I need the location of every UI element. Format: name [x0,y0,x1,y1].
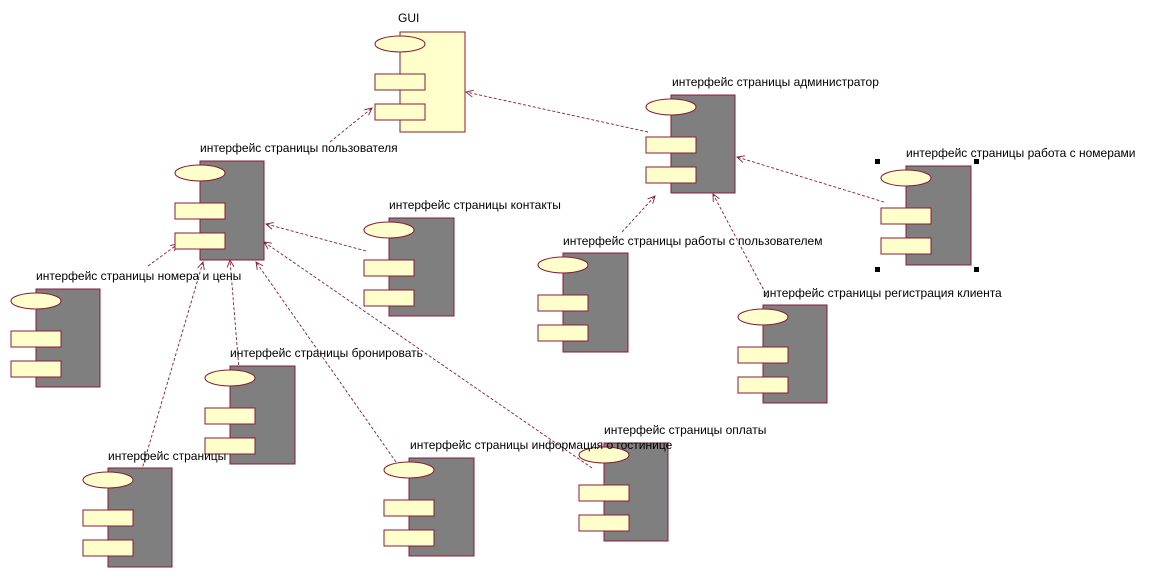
component-tab-icon [537,294,589,312]
component-tab-icon [204,437,256,455]
dependency-line[interactable] [263,241,593,469]
dependency-line[interactable] [147,243,179,267]
arrow-head-icon [364,107,373,116]
component-tab-icon [537,324,589,342]
arrow-head-icon [647,195,656,204]
label-layer: GUI интерфейс страницы пользователя интерф… [36,11,1136,463]
component-label: интерфейс страницы номера и цены [36,269,241,283]
dependency-registration-to-admin[interactable] [712,193,769,299]
component-label: GUI [398,11,419,25]
dependency-line[interactable] [255,261,397,463]
component-booking[interactable] [204,365,296,465]
component-info[interactable] [383,457,475,557]
component-tab-oval-icon [383,461,435,479]
component-tab-icon [645,136,697,154]
component-tab-oval-icon [10,292,62,310]
dependency-page-to-user[interactable] [139,261,205,477]
component-label: интерфейс страницы [108,449,226,463]
component-label: интерфейс страницы пользователя [200,141,398,155]
dependency-rooms_prices-to-user[interactable] [147,243,179,267]
dependency-user-to-gui[interactable] [329,107,373,143]
dependency-layer [139,89,885,477]
dependency-line[interactable] [621,195,656,233]
component-tab-icon [383,499,435,517]
arrow-head-icon [736,155,745,163]
component-gui[interactable] [374,31,466,133]
component-rooms_prices[interactable] [10,288,101,388]
component-tab-icon [880,207,932,225]
component-label: интерфейс страницы бронировать [230,346,423,360]
component-tab-oval-icon [737,308,789,326]
component-tab-icon [363,289,415,307]
component-users_work[interactable] [537,252,629,353]
dependency-line[interactable] [329,107,373,143]
component-label: интерфейс страницы информация о гостиниц… [410,438,673,452]
component-tab-icon [737,376,789,394]
component-tab-oval-icon [204,369,256,387]
selection-handles [875,159,979,272]
component-tab-icon [880,237,932,255]
component-tab-icon [578,484,630,502]
dependency-line[interactable] [139,261,204,477]
dependency-line[interactable] [265,223,367,252]
component-tab-icon [374,103,426,121]
component-label: интерфейс страницы работа с номерами [906,146,1136,160]
dependency-contacts-to-user[interactable] [265,222,367,252]
component-tab-icon [383,529,435,547]
dependency-users_work-to-admin[interactable] [621,195,656,233]
component-tab-icon [374,73,426,91]
dependency-admin-to-gui[interactable] [464,89,649,133]
component-tab-oval-icon [880,169,932,187]
arrow-head-icon [464,89,474,98]
arrow-head-icon [265,222,274,230]
arrow-head-icon [197,261,205,270]
component-tab-oval-icon [578,446,630,464]
dependency-info-to-user[interactable] [255,261,397,463]
selection-handle[interactable] [875,159,880,164]
component-user[interactable] [174,160,265,261]
arrow-head-icon [712,193,720,203]
component-label: интерфейс страницы администратор [672,75,879,89]
component-tab-icon [174,202,226,220]
component-label: интерфейс страницы оплаты [604,423,766,437]
component-tab-oval-icon [82,471,134,489]
component-registration[interactable] [737,304,828,404]
component-tab-oval-icon [174,164,226,182]
selection-handle[interactable] [974,159,979,164]
component-tab-icon [737,346,789,364]
component-tab-icon [363,259,415,277]
component-tab-icon [82,509,134,527]
component-tab-oval-icon [363,221,415,239]
component-label: интерфейс страницы работы с пользователе… [563,234,822,248]
component-rooms_work[interactable] [880,165,972,266]
component-tab-oval-icon [645,98,697,116]
dependency-rooms_work-to-admin[interactable] [736,155,885,203]
dependency-line[interactable] [229,259,240,371]
component-label: интерфейс страницы регистрация клиента [763,286,1002,300]
selection-handle[interactable] [974,267,979,272]
component-admin[interactable] [645,94,736,194]
component-tab-icon [174,232,226,250]
component-page[interactable] [82,467,173,568]
component-tab-oval-icon [374,35,426,53]
selection-handle[interactable] [875,267,880,272]
component-payment[interactable] [578,442,669,542]
component-tab-icon [578,514,630,532]
component-tab-icon [82,539,134,557]
component-contacts[interactable] [363,217,455,317]
component-tab-icon [10,360,62,378]
component-tab-icon [204,407,256,425]
dependency-line[interactable] [465,91,649,133]
component-label: интерфейс страницы контакты [389,198,561,212]
component-tab-icon [645,166,697,184]
dependency-line[interactable] [736,156,885,203]
component-layer [10,31,972,568]
arrow-head-icon [255,261,264,270]
component-tab-icon [10,330,62,348]
component-tab-oval-icon [537,256,589,274]
